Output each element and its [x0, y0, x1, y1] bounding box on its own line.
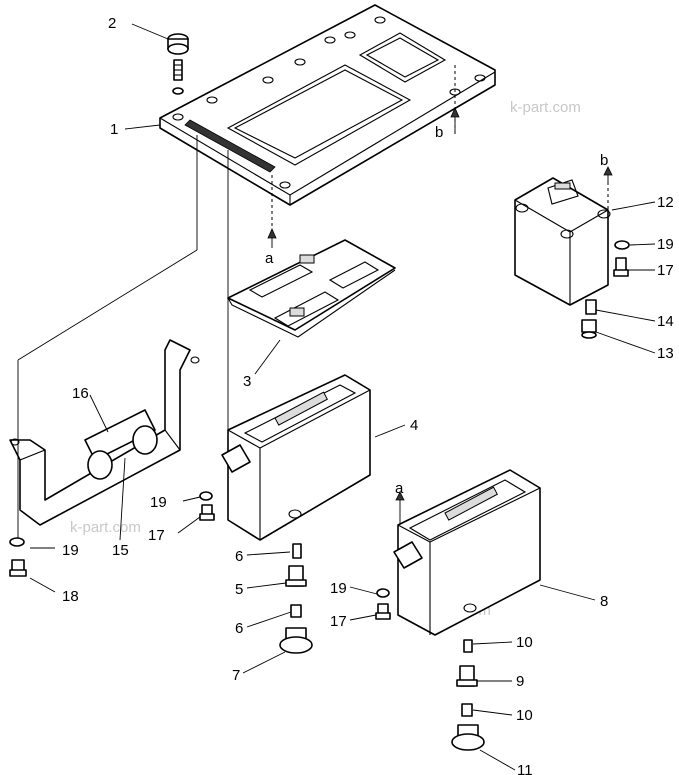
callout-15: 15: [112, 542, 129, 559]
callout-18: 18: [62, 588, 79, 605]
callout-10-b: 10: [516, 707, 533, 724]
callout-19-d: 19: [657, 236, 674, 253]
ref-b-box: b: [600, 152, 608, 169]
callout-7: 7: [232, 667, 240, 684]
ref-b-plate: b: [435, 124, 443, 141]
callout-17-a: 17: [148, 527, 165, 544]
controller-unit-4: [221, 374, 371, 541]
callout-6-b: 6: [235, 620, 243, 637]
callout-10-a: 10: [516, 634, 533, 651]
callout-5: 5: [235, 581, 243, 598]
callout-16: 16: [72, 385, 89, 402]
callout-6-a: 6: [235, 548, 243, 565]
callout-19-a: 19: [150, 494, 167, 511]
callout-17-c: 17: [657, 262, 674, 279]
relay-box: [514, 177, 611, 306]
callout-17-b: 17: [330, 613, 347, 630]
callout-12: 12: [657, 194, 674, 211]
callout-11: 11: [517, 762, 533, 775]
callout-19-c: 19: [330, 580, 347, 597]
callout-13: 13: [657, 345, 674, 362]
callout-8: 8: [600, 593, 608, 610]
bracket: [9, 339, 200, 526]
callout-2: 2: [108, 15, 116, 32]
controller-unit-8: [393, 469, 541, 636]
callout-9: 9: [516, 673, 524, 690]
callout-14: 14: [657, 313, 674, 330]
top-panel-plate: [159, 4, 496, 232]
ref-a-top: a: [265, 250, 274, 267]
callout-1: 1: [110, 121, 118, 138]
callout-19-b: 19: [62, 542, 79, 559]
callout-3: 3: [243, 373, 251, 390]
knob-screw-assembly: [167, 33, 189, 95]
label-plate: [227, 239, 396, 338]
watermark-3: k-part.com: [70, 519, 141, 536]
ref-a-unit8: a: [395, 480, 404, 497]
watermark-2: k-part.com: [510, 99, 581, 116]
callout-4: 4: [410, 417, 418, 434]
